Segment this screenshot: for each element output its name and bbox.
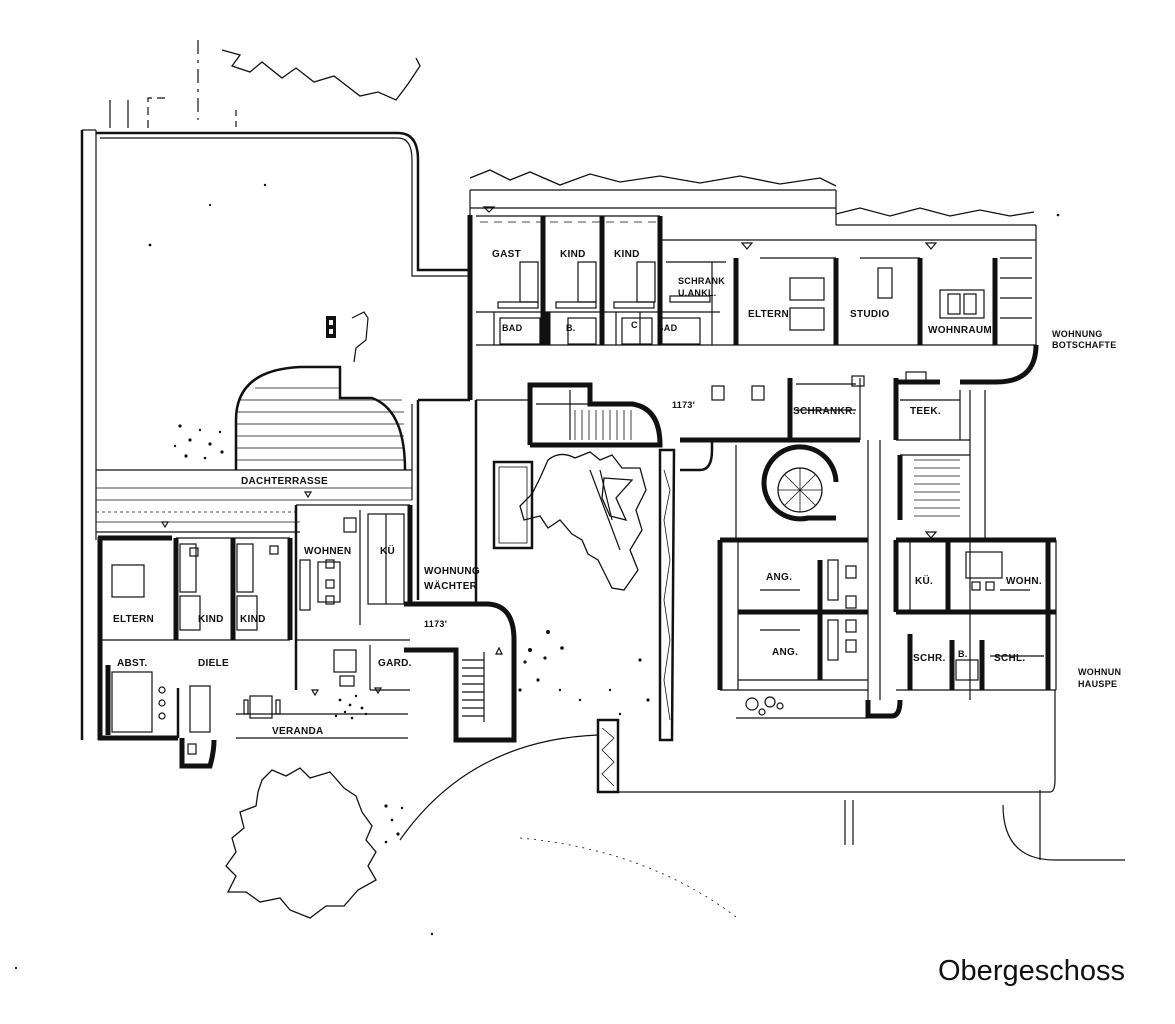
label-gard: GARD. xyxy=(378,658,412,669)
label-teek: TEEK. xyxy=(910,406,941,417)
roof-terrace-block xyxy=(80,129,470,740)
label-veranda: VERANDA xyxy=(272,726,324,737)
label-kind-2: KIND xyxy=(614,249,640,260)
stair-treads-right xyxy=(914,459,960,517)
label-wohnung-waechter-2: WÄCHTER xyxy=(424,579,478,592)
label-wohnung-botschafter-1: WOHNUNG xyxy=(1052,329,1103,339)
label-wohnung-waechter-1: WOHNUNG xyxy=(424,566,480,577)
label-kind-3: KIND xyxy=(198,614,224,625)
tree-outline xyxy=(14,183,1060,970)
label-wohnraum: WOHNRAUM xyxy=(928,325,992,336)
label-wohn: WOHN. xyxy=(1006,576,1042,587)
label-schr: SCHR. xyxy=(913,653,946,664)
label-kind-1: KIND xyxy=(560,249,586,260)
stair-treads-central xyxy=(574,410,632,440)
label-schrankr: SCHRANKR. xyxy=(793,406,856,417)
label-wohnung-hauspersonal-1: WOHNUN xyxy=(1078,667,1121,677)
upper-wing xyxy=(467,189,1039,700)
vegetation-top xyxy=(221,49,1035,217)
label-studio: STUDIO xyxy=(850,309,890,320)
label-gast: GAST xyxy=(492,249,521,260)
label-wohnung-hauspersonal-2: HAUSPE xyxy=(1078,679,1117,689)
label-b-2: B. xyxy=(958,649,968,659)
label-c: C xyxy=(631,320,638,330)
label-schl: SCHL. xyxy=(994,653,1026,664)
guard-apartment xyxy=(97,504,517,769)
label-ang-1: ANG. xyxy=(766,572,792,583)
label-eltern-bottom: ELTERN xyxy=(113,614,154,625)
room-labels: GAST KIND KIND SCHRANK U.ANKL. BAD B. C … xyxy=(113,249,1121,737)
label-ang-2: ANG. xyxy=(772,647,798,658)
stair-treads-guard xyxy=(462,652,485,722)
floor-caption: Obergeschoss xyxy=(938,955,1125,987)
site-lines xyxy=(109,40,1125,861)
planting-dots xyxy=(334,694,368,720)
label-ku-right: KÜ. xyxy=(915,574,933,587)
courtyard-dots xyxy=(518,630,650,702)
label-level-2: 1173' xyxy=(424,619,447,629)
central-stair xyxy=(527,382,714,472)
label-bad-1: BAD xyxy=(502,323,523,333)
label-dachterrasse: DACHTERRASSE xyxy=(241,476,328,487)
terrace-hatching xyxy=(236,387,404,461)
label-eltern-top: ELTERN xyxy=(748,309,789,320)
label-schrank: SCHRANK xyxy=(678,276,725,286)
label-wohnung-botschafter-2: BOTSCHAFTE xyxy=(1052,340,1117,350)
label-wohnen: WOHNEN xyxy=(304,546,351,557)
label-level-1: 1173' xyxy=(672,400,695,410)
label-u-ankl: U.ANKL. xyxy=(678,288,717,298)
spiral-treads xyxy=(778,468,822,512)
label-abst: ABST. xyxy=(117,658,147,669)
tree-dots xyxy=(14,183,1060,970)
label-diele: DIELE xyxy=(198,658,229,669)
label-bad-2: BAD xyxy=(657,323,678,333)
label-ku-left: KÜ xyxy=(380,544,395,557)
courtyard xyxy=(399,399,1056,921)
service-wing xyxy=(717,440,1057,719)
label-b-1: B. xyxy=(566,323,576,333)
label-kind-4: KIND xyxy=(240,614,266,625)
